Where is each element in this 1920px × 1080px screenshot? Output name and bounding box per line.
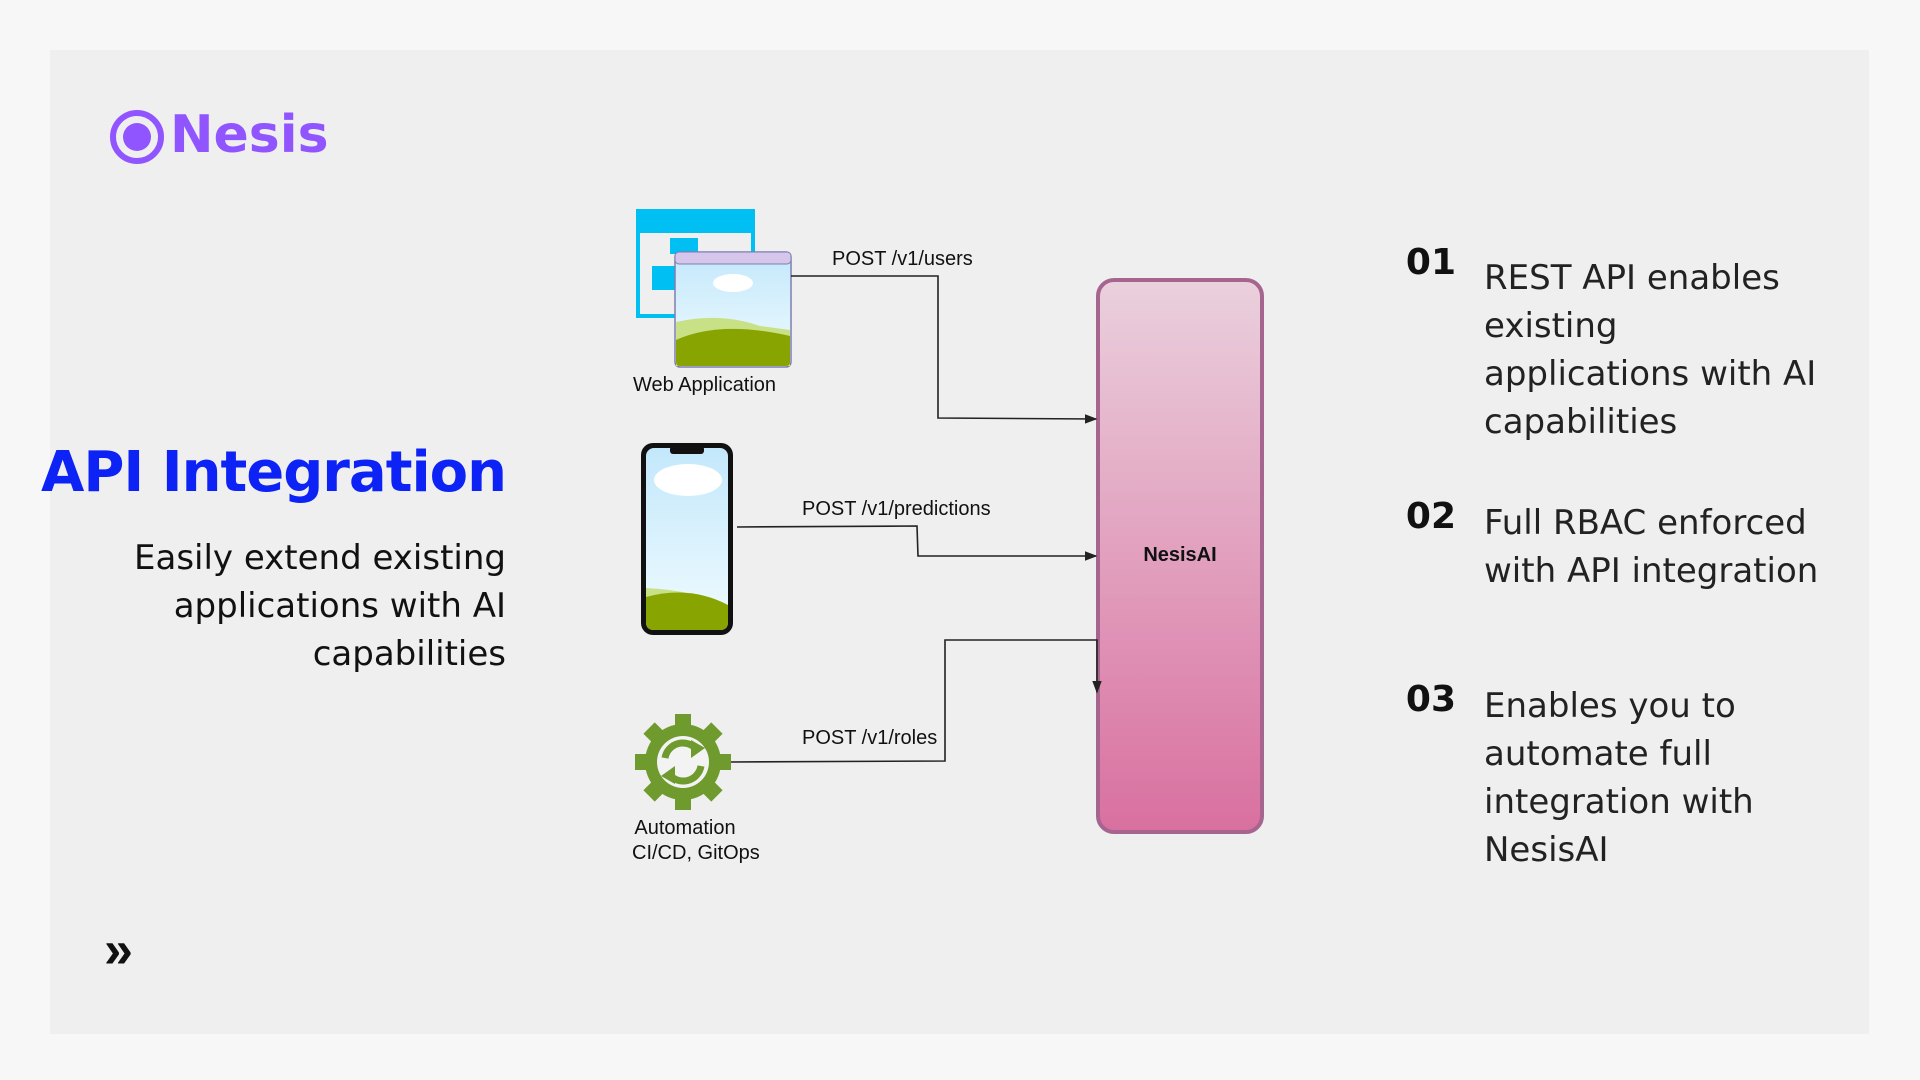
feature-line: existing	[1484, 306, 1618, 346]
mobile-phone-icon	[641, 443, 733, 635]
nesisai-server-box[interactable]	[1096, 278, 1264, 834]
feature-description: Enables you to automate full integration…	[1484, 682, 1864, 874]
feature-description: Full RBAC enforced with API integration	[1484, 499, 1864, 595]
edge-label-users: POST /v1/users	[832, 248, 973, 270]
edge-users	[791, 275, 1098, 424]
page-title: API Integration	[41, 440, 507, 505]
feature-line: Full RBAC enforced	[1484, 503, 1807, 543]
feature-line: automate full	[1484, 734, 1712, 774]
automation-label: Automation CI/CD, GitOps	[632, 817, 760, 865]
gear-sync-icon	[635, 714, 731, 810]
feature-line: REST API enables	[1484, 258, 1780, 298]
feature-line: with API integration	[1484, 551, 1819, 591]
edge-label-predictions: POST /v1/predictions	[802, 498, 991, 520]
feature-line: capabilities	[1484, 402, 1678, 442]
feature-number: 03	[1405, 679, 1456, 720]
nesis-logo-icon	[110, 110, 164, 164]
page-subtitle: Easily extend existing applications with…	[0, 534, 506, 678]
server-label: NesisAI	[1143, 544, 1217, 566]
slide-panel	[50, 50, 1869, 1034]
web-application-label: Web Application	[633, 374, 777, 396]
subtitle-line: applications with AI	[173, 586, 506, 626]
double-chevron-right-icon[interactable]: »	[104, 921, 133, 979]
subtitle-line: capabilities	[312, 634, 506, 674]
subtitle-line: Easily extend existing	[134, 538, 506, 578]
feature-number: 02	[1405, 496, 1456, 537]
brand-name: Nesis	[170, 105, 329, 165]
edge-predictions	[736, 525, 1098, 561]
feature-line: NesisAI	[1484, 830, 1609, 870]
automation-label-line: Automation	[634, 817, 736, 839]
feature-number: 01	[1405, 242, 1456, 283]
web-application-icon	[636, 209, 792, 368]
feature-description: REST API enables existing applications w…	[1484, 254, 1864, 446]
automation-label-line: CI/CD, GitOps	[632, 842, 760, 864]
feature-line: integration with	[1484, 782, 1754, 822]
edge-label-roles: POST /v1/roles	[802, 727, 938, 749]
edge-roles	[730, 639, 1102, 763]
feature-line: Enables you to	[1484, 686, 1736, 726]
feature-line: applications with AI	[1484, 354, 1817, 394]
